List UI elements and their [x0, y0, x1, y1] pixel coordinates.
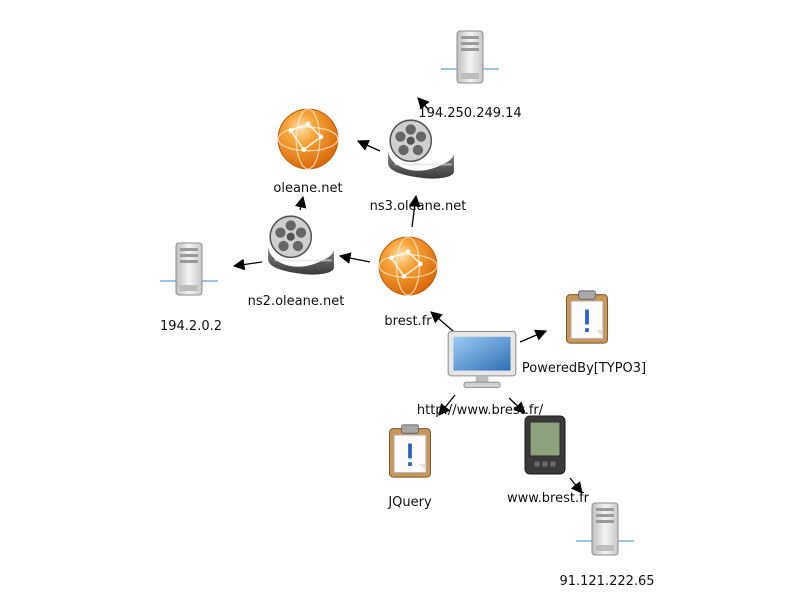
edge-n-url-to-n-jquery — [438, 394, 456, 416]
edges-layer — [232, 97, 583, 494]
node-label-ns2: ns2.oleane.net — [247, 294, 345, 309]
film-reel-icon[interactable] — [387, 119, 455, 180]
node-label-url: http://www.brest.fr/ — [416, 403, 544, 418]
edge-n-url-to-n-brest — [430, 311, 454, 332]
edge-n-ns3-to-n-oleane — [356, 140, 381, 152]
node-label-194-2: 194.2.0.2 — [159, 319, 223, 334]
node-label-brest: brest.fr — [384, 314, 432, 329]
clipboard-icon[interactable] — [388, 424, 432, 478]
globe-icon[interactable] — [277, 108, 339, 170]
nodes-layer — [159, 30, 635, 556]
edge-n-url-to-n-typo3 — [519, 329, 548, 343]
edge-n-www-to-n-91 — [569, 477, 583, 494]
node-label-jquery: JQuery — [388, 495, 432, 510]
monitor-icon[interactable] — [447, 330, 517, 389]
node-label-oleane: oleane.net — [273, 181, 343, 196]
node-label-typo3: PoweredBy[TYPO3] — [521, 361, 647, 376]
pda-icon[interactable] — [524, 415, 566, 475]
node-label-ns3: ns3.oleane.net — [369, 199, 467, 214]
node-label-194-250: 194.250.249.14 — [418, 106, 522, 121]
edge-n-brest-to-n-ns3 — [408, 194, 421, 228]
globe-icon[interactable] — [378, 236, 438, 296]
edge-n-ns3-to-n-194-250 — [417, 97, 430, 111]
server-icon[interactable] — [159, 242, 219, 296]
node-label-www: www.brest.fr — [506, 491, 590, 506]
server-icon[interactable] — [440, 30, 500, 84]
edge-n-ns2-to-n-oleane — [294, 195, 307, 211]
clipboard-icon[interactable] — [566, 290, 608, 344]
edge-n-url-to-n-www — [508, 397, 526, 414]
server-icon[interactable] — [575, 502, 635, 556]
edge-n-brest-to-n-ns2 — [338, 252, 371, 264]
edge-n-ns2-to-n-194-2 — [232, 258, 263, 271]
film-reel-icon[interactable] — [267, 215, 335, 276]
node-label-91: 91.121.222.65 — [559, 574, 655, 589]
